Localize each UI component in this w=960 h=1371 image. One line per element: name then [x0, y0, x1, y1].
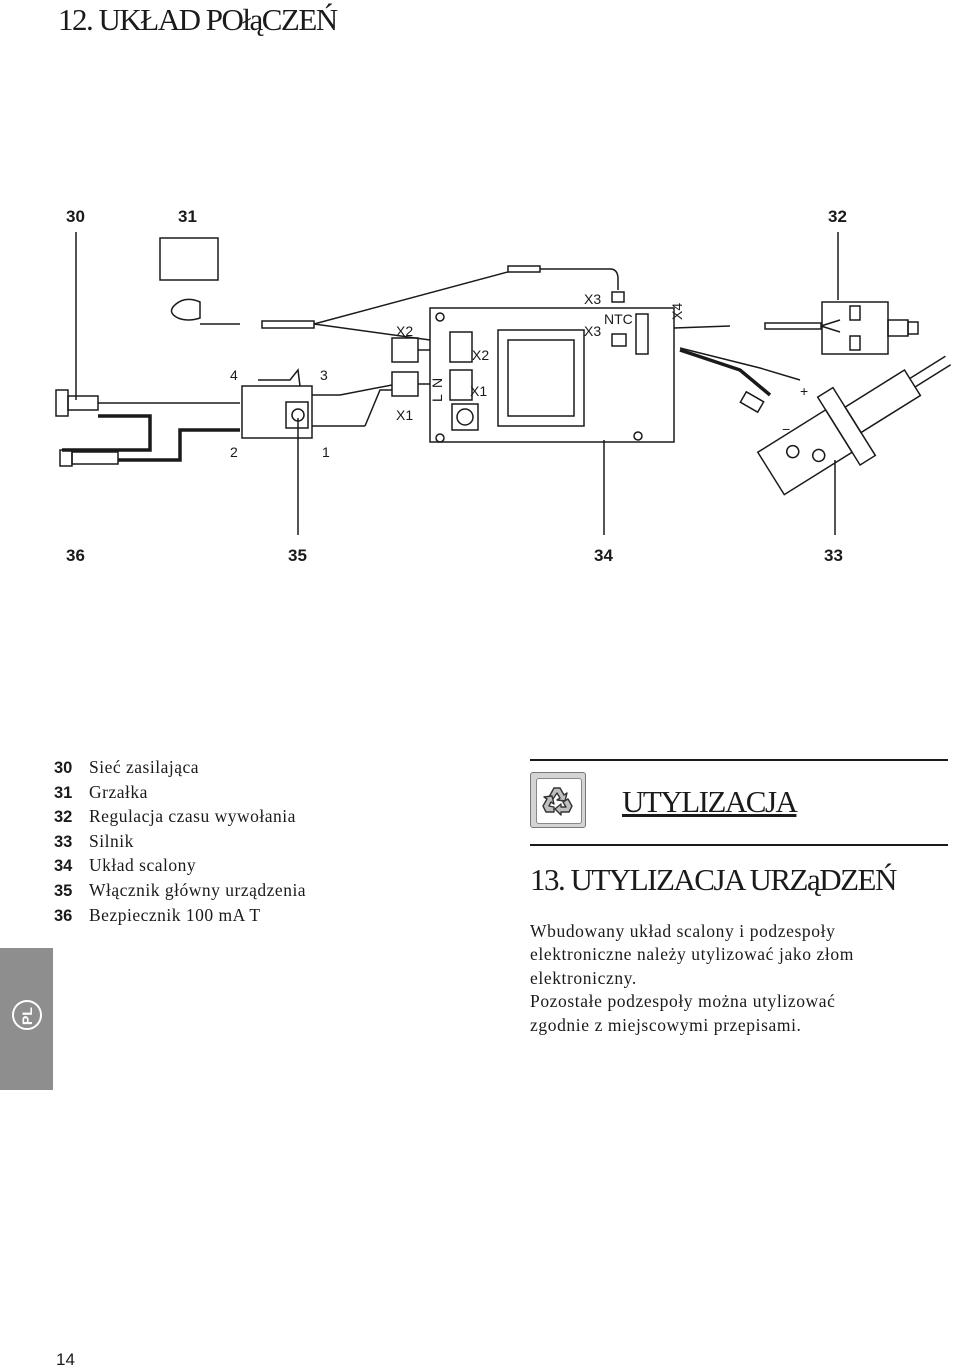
wiring-diagram: 30 31 32 36 35 34 33 4 3 2 1 X2 X1 L N X… [55, 207, 952, 565]
main-switch [241, 385, 313, 439]
x4-label: X4 [669, 303, 685, 320]
circuit-board [429, 307, 675, 443]
x1-connector [391, 371, 419, 397]
n-label: N [429, 378, 445, 388]
section-rule-top [530, 759, 948, 761]
callout-31: 31 [178, 207, 197, 226]
body-line: elektroniczne należy utylizować jako zło… [530, 944, 854, 965]
x4-header [635, 313, 649, 355]
motor [756, 355, 952, 496]
callout-33: 33 [824, 546, 843, 565]
section-13-title: 13. UTYLIZACJA URZąDZEŃ [530, 862, 897, 897]
language-code: PL [19, 1007, 35, 1025]
transformer [497, 329, 585, 427]
language-tab: PL [0, 948, 53, 1090]
relay [451, 403, 479, 431]
x2-connector [391, 337, 419, 363]
language-badge [12, 1000, 42, 1030]
body-line: elektroniczny. [530, 967, 637, 988]
pin-3-label: 3 [320, 367, 328, 383]
x1-board-label: X1 [470, 383, 487, 399]
pin-1-label: 1 [322, 444, 330, 460]
body-line: Wbudowany układ scalony i podzespoły [530, 921, 836, 941]
x3-top-label: X3 [584, 291, 601, 307]
x3-board-label: X3 [584, 323, 601, 339]
page-number: 14 [56, 1350, 75, 1369]
section-rule-bottom [530, 844, 948, 846]
callout-30: 30 [66, 207, 85, 226]
x1-left-label: X1 [396, 407, 413, 423]
callout-35: 35 [288, 546, 307, 565]
body-line: Pozostałe podzespoły można utylizować [530, 991, 836, 1012]
fuse-holder [55, 389, 69, 417]
motor-minus-label: − [782, 421, 790, 437]
heater-block [159, 237, 219, 281]
timer-regulator [821, 301, 889, 355]
x2-left-label: X2 [396, 323, 413, 339]
ntc-label: NTC [604, 311, 633, 327]
x3-connector [611, 291, 625, 303]
callout-32: 32 [828, 207, 847, 226]
body-line: zgodnie z miejscowymi przepisami. [530, 1014, 802, 1035]
motor-plus-label: + [800, 383, 808, 399]
recycle-icon [530, 772, 586, 828]
pin-4-label: 4 [230, 367, 238, 383]
utilization-heading: UTYLIZACJA [622, 784, 798, 819]
callout-36: 36 [66, 546, 85, 565]
utilization-body: Wbudowany układ scalony i podzespoły ele… [530, 920, 950, 1037]
heater-coil [170, 298, 201, 321]
l-label: L [429, 394, 445, 402]
page-title: 12. UKŁAD POłąCZEŃ [58, 2, 338, 37]
callout-34: 34 [594, 546, 613, 565]
pin-2-label: 2 [230, 444, 238, 460]
x2-board-label: X2 [472, 347, 489, 363]
